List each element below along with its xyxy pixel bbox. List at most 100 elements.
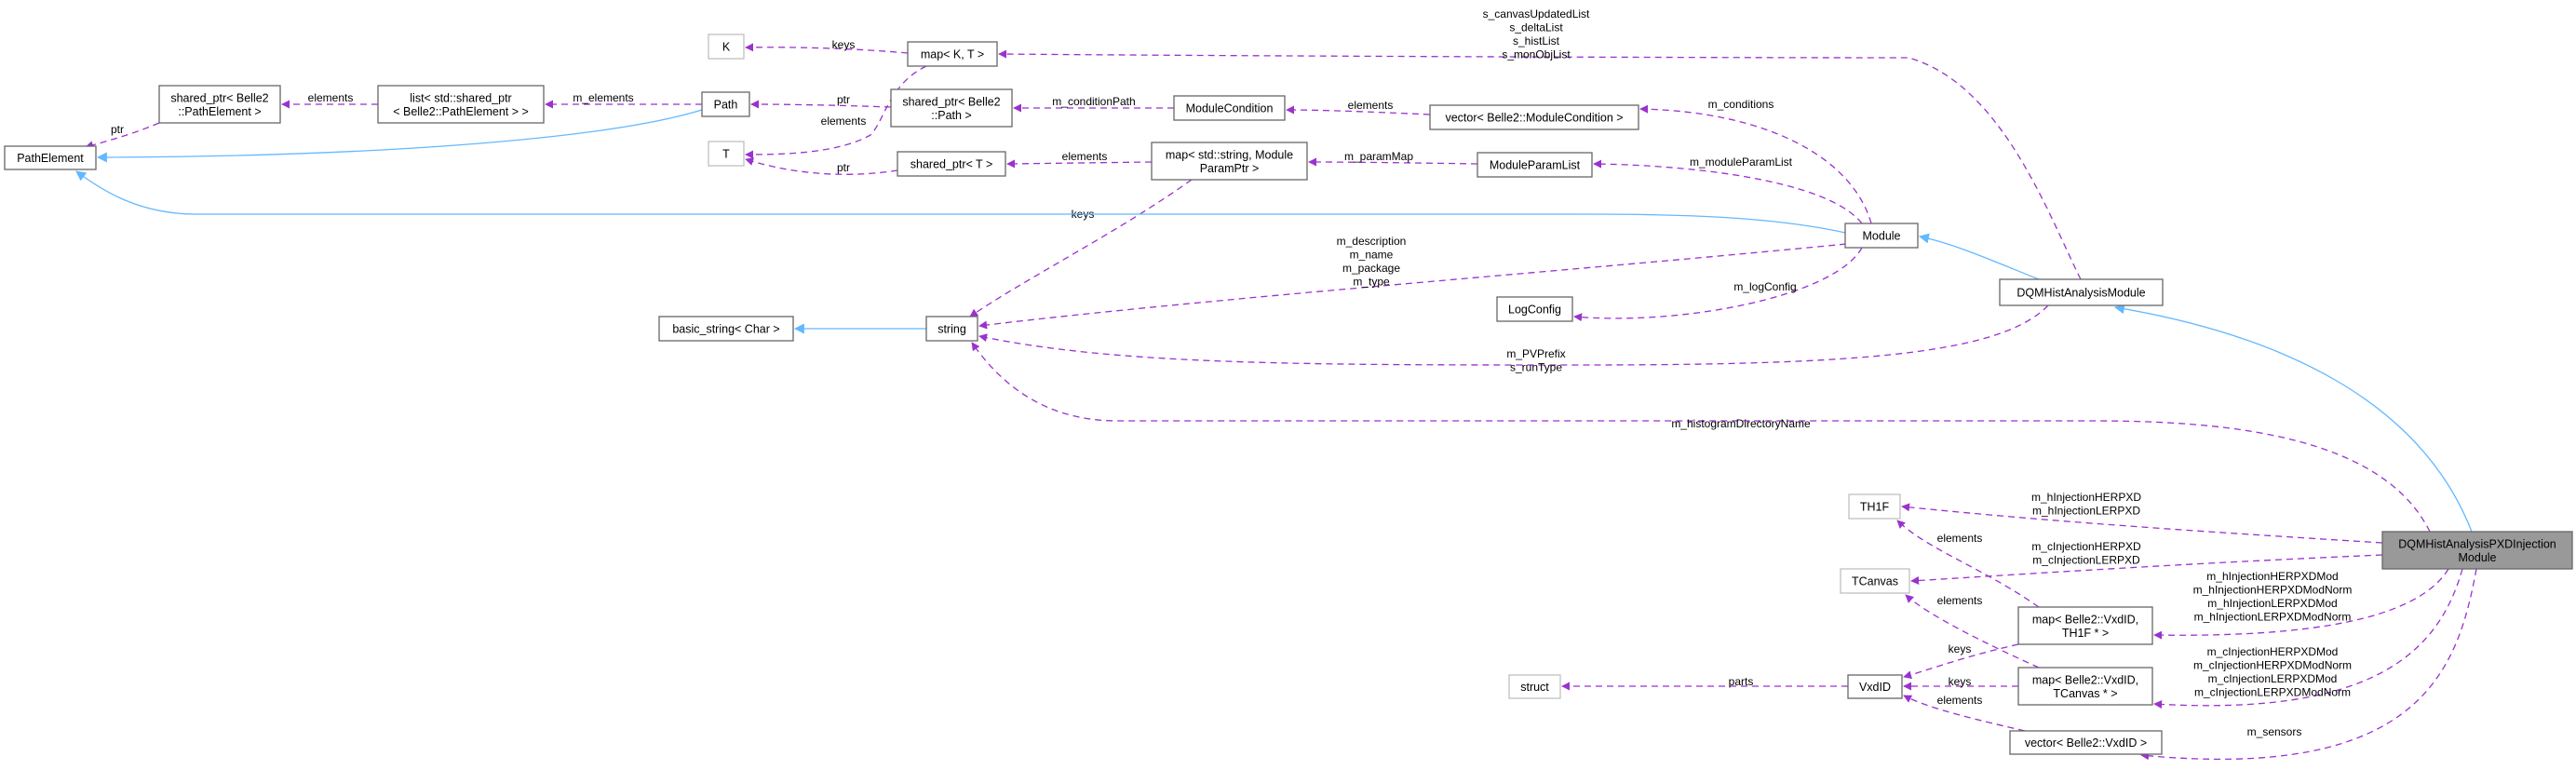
node-label: string [937,323,966,336]
edge-line [2153,568,2463,709]
node-box[interactable] [377,85,545,124]
usage-edge-dqmhist-to-map_kt: s_canvasUpdatedLists_deltaLists_histList… [998,7,2082,280]
edge-line [1910,554,2383,585]
class-node-map-belle2-vxdid-th1f[interactable]: map< Belle2::VxdID,TH1F * > [2017,606,2153,645]
class-node-map-k-t[interactable]: map< K, T > [907,41,998,67]
node-box[interactable] [658,316,794,342]
edge-label: ptr [837,93,850,106]
node-box[interactable] [925,316,978,342]
edge-label: s_canvasUpdatedList [1483,7,1590,20]
usage-edge-module-to-moduleparamlist: m_moduleParamList [1593,155,1863,224]
usage-edge-sp_t-to-t: ptr [745,157,898,175]
node-box[interactable] [1847,674,1903,699]
edge-label: m_cInjectionHERPXD [2031,540,2141,553]
edge-label: elements [1937,694,1983,707]
class-node-list-std-shared-ptr-belle2-pathelement[interactable]: list< std::shared_ptr< Belle2::PathEleme… [377,85,545,124]
class-node-string[interactable]: string [925,316,978,342]
class-node-vxdid[interactable]: VxdID [1847,674,1903,699]
node-box[interactable] [1508,674,1561,699]
node-label: TCanvas * > [2053,687,2117,700]
node-box[interactable] [701,91,750,117]
class-node-moduleparamlist[interactable]: ModuleParamList [1477,152,1593,178]
node-label: Module [1863,230,1901,243]
class-node-dqmhistanalysismodule[interactable]: DQMHistAnalysisModule [1999,278,2164,306]
class-node-vector-belle2-modulecondition[interactable]: vector< Belle2::ModuleCondition > [1429,104,1639,130]
node-label: < Belle2::PathElement > > [393,105,529,118]
node-box[interactable] [708,34,745,60]
edge-label: m_conditions [1708,98,1774,111]
class-node-th1f[interactable]: TH1F [1848,493,1901,520]
node-box[interactable] [890,88,1013,128]
node-label: map< std::string, Module [1166,148,1293,161]
node-box[interactable] [158,85,281,124]
node-box[interactable] [1496,296,1573,322]
node-label: map< K, T > [921,48,984,61]
class-node-shared-ptr-belle2-pathelement[interactable]: shared_ptr< Belle2::PathElement > [158,85,281,124]
node-box[interactable] [1429,104,1639,130]
class-node-vector-belle2-vxdid[interactable]: vector< Belle2::VxdID > [2009,730,2163,755]
node-label: ::Path > [931,109,971,122]
class-node-t[interactable]: T [708,141,745,167]
edge-label: m_hInjectionHERPXDModNorm [2193,584,2353,597]
edge-label: m_paramMap [1344,150,1413,163]
usage-edge-vector_mc-to-modulecondition: elements [1286,99,1431,115]
node-box[interactable] [1477,152,1593,178]
node-box[interactable] [1173,95,1286,121]
edge-line [969,179,1193,317]
edge-label: m_hInjectionHERPXDMod [2206,570,2338,583]
class-node-struct[interactable]: struct [1508,674,1561,699]
node-box[interactable] [1151,142,1308,181]
class-node-shared-ptr-t[interactable]: shared_ptr< T > [897,151,1006,177]
class-node-k[interactable]: K [708,34,745,60]
node-box[interactable] [907,41,998,67]
node-label: Path [714,99,738,112]
node-box[interactable] [1840,568,1910,594]
node-box[interactable] [2017,606,2153,645]
node-box[interactable] [1999,278,2164,306]
node-box[interactable] [1844,223,1919,249]
edge-label: m_cInjectionLERPXDMod [2208,672,2338,685]
edge-label: m_histogramDirectoryName [1671,417,1811,430]
node-label: list< std::shared_ptr [410,91,511,104]
class-node-logconfig[interactable]: LogConfig [1496,296,1573,322]
node-label: ModuleParamList [1490,159,1581,172]
node-box[interactable] [2009,730,2163,755]
node-label: shared_ptr< Belle2 [170,91,268,104]
edge-label: ptr [837,161,850,174]
node-label: shared_ptr< Belle2 [902,95,1000,108]
edge-line [1308,157,1478,167]
class-node-modulecondition[interactable]: ModuleCondition [1173,95,1286,121]
class-node-map-belle2-vxdid-tcanvas[interactable]: map< Belle2::VxdID,TCanvas * > [2017,667,2153,706]
inheritance-edge-path-to-pathelement [96,109,703,163]
edge-label: m_hInjectionHERPXD [2031,491,2141,504]
edge-label: elements [1062,150,1108,163]
class-node-pathelement[interactable]: PathElement [4,145,97,170]
node-box[interactable] [4,145,97,170]
usage-edge-map_kt-to-t: elements [745,65,927,159]
edge-label: m_package [1342,262,1400,275]
usage-edge-map_string-to-sp_t: elements [1006,150,1153,169]
class-node-shared-ptr-belle2-path[interactable]: shared_ptr< Belle2::Path > [890,88,1013,128]
node-label: ::PathElement > [178,105,261,118]
class-node-module[interactable]: Module [1844,223,1919,249]
class-node-tcanvas[interactable]: TCanvas [1840,568,1910,594]
node-label: Module [2459,551,2497,564]
edge-line [745,157,898,175]
node-box[interactable] [708,141,745,167]
edge-label: m_sensors [2247,725,2302,738]
edge-label: m_type [1353,276,1390,289]
node-box[interactable] [2381,531,2573,570]
node-box[interactable] [2017,667,2153,706]
node-label: ParamPtr > [1200,162,1260,175]
node-box[interactable] [1848,493,1901,520]
usage-edge-pxd-to-vector_vxd: m_sensors [2140,568,2477,761]
edge-label: m_cInjectionLERPXD [2032,554,2140,567]
class-node-basic-string-char[interactable]: basic_string< Char > [658,316,794,342]
node-box[interactable] [897,151,1006,177]
edge-line [978,243,1847,330]
class-node-path[interactable]: Path [701,91,750,117]
